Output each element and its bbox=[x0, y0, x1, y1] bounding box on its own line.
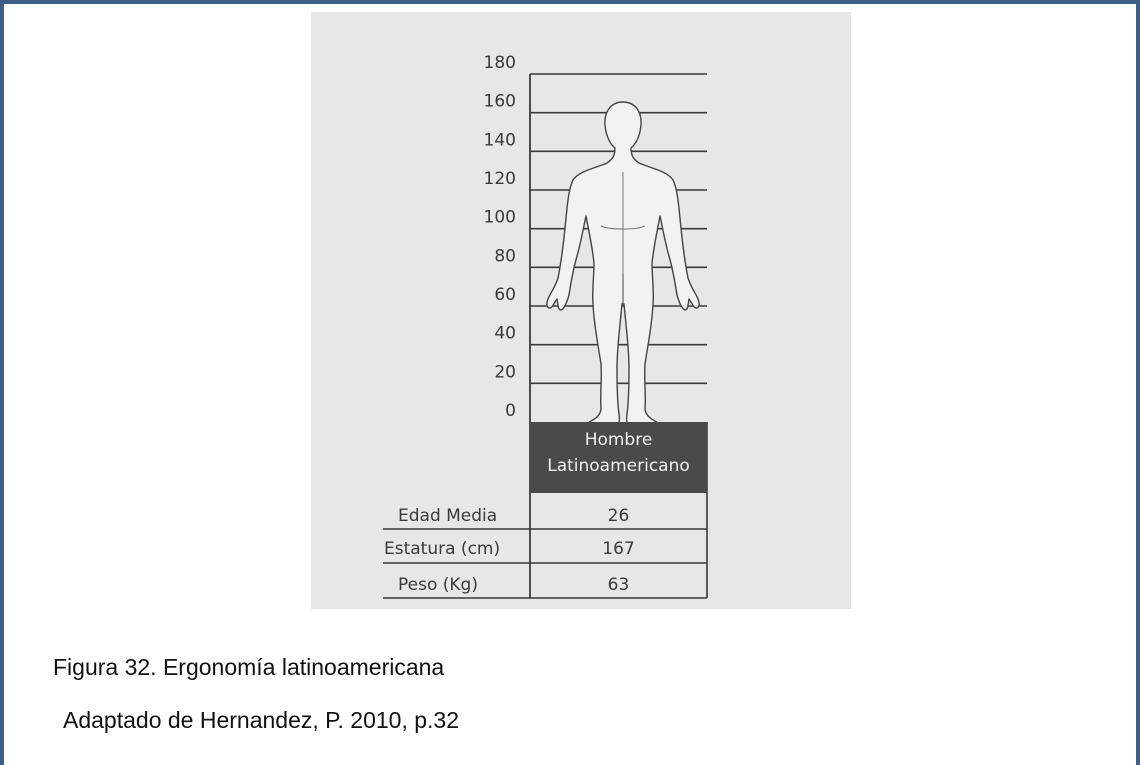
anthropometric-figure: 180 160 140 120 100 80 60 40 20 0 Hombre Latinoam… bbox=[311, 12, 851, 609]
row-label-age: Edad Media bbox=[398, 506, 497, 526]
scale-label: 100 bbox=[484, 208, 516, 228]
scale-label: 40 bbox=[494, 324, 516, 344]
row-value-weight: 63 bbox=[608, 575, 630, 595]
group-title-line1: Hombre bbox=[585, 430, 653, 450]
human-silhouette-icon bbox=[547, 102, 699, 425]
group-title-line2: Latinoamericano bbox=[547, 456, 690, 476]
row-label-weight: Peso (Kg) bbox=[398, 575, 478, 595]
scale-label: 0 bbox=[505, 401, 516, 421]
figure-caption: Figura 32. Ergonomía latinoamericana bbox=[53, 654, 444, 681]
anthropometric-figure-photo: 180 160 140 120 100 80 60 40 20 0 Hombre Latinoam… bbox=[311, 12, 851, 609]
scale-label: 180 bbox=[484, 53, 516, 73]
scale-label: 80 bbox=[494, 246, 516, 266]
scale-label: 120 bbox=[484, 169, 516, 189]
scale-label: 160 bbox=[484, 92, 516, 112]
scale-label: 20 bbox=[494, 362, 516, 382]
figure-source: Adaptado de Hernandez, P. 2010, p.32 bbox=[63, 707, 459, 734]
scale-label: 60 bbox=[494, 285, 516, 305]
row-value-age: 26 bbox=[608, 506, 630, 526]
scale-label: 140 bbox=[484, 130, 516, 150]
row-label-height: Estatura (cm) bbox=[384, 539, 500, 559]
row-value-height: 167 bbox=[602, 539, 634, 559]
